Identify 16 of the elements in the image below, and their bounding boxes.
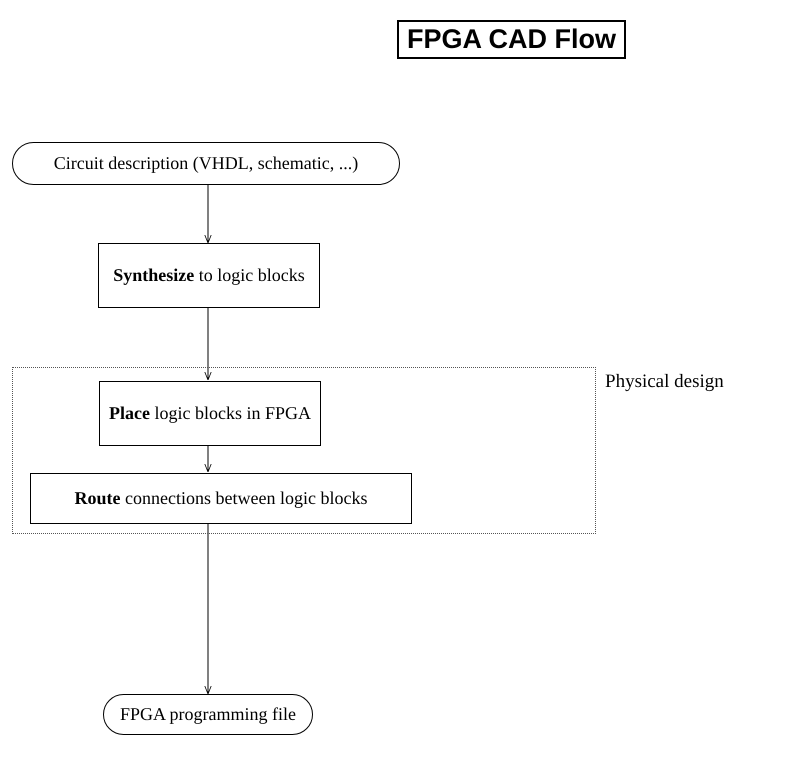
arrow [204, 444, 212, 472]
step-text: FPGA programming file [120, 704, 296, 725]
process-box [30, 473, 412, 524]
process-box [99, 381, 321, 446]
arrow [204, 308, 212, 380]
group-label: Physical design [605, 371, 724, 393]
step-text: Route connections between logic blocks [74, 488, 368, 509]
step-text: Circuit description (VHDL, schematic, ...) [54, 153, 358, 174]
arrow [204, 522, 212, 694]
arrow [204, 184, 212, 244]
step-text: Place logic blocks in FPGA [109, 403, 311, 424]
terminal-box [12, 142, 400, 185]
diagram-title: FPGA CAD Flow [397, 20, 626, 59]
process-box [98, 243, 320, 308]
terminal-box [103, 694, 313, 735]
step-text: Synthesize to logic blocks [113, 265, 305, 286]
